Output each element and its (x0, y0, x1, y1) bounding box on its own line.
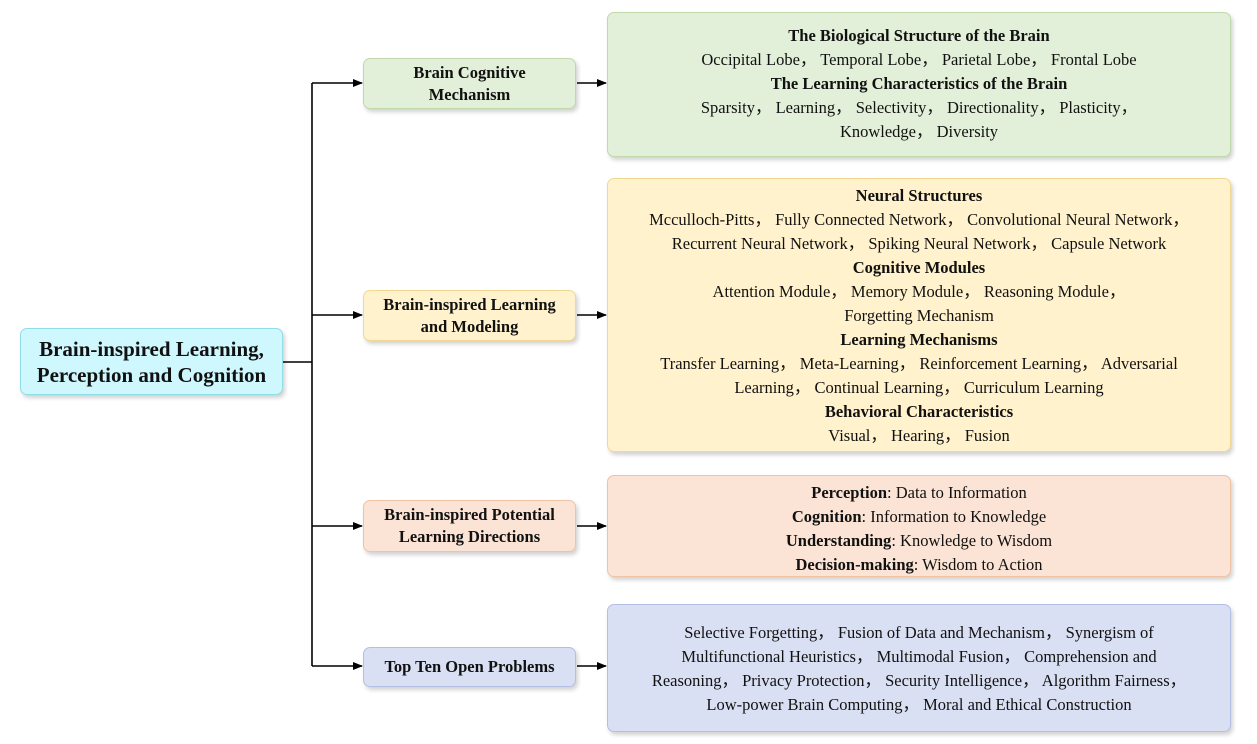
section-heading: Neural Structures (855, 186, 983, 205)
direction-perception: Perception: Data to Information (608, 481, 1230, 505)
branch-brain-cognitive-mechanism: Brain Cognitive Mechanism (363, 58, 576, 109)
detail-line: Recurrent Neural Network， Spiking Neural… (671, 234, 1167, 253)
detail-line: Selective Forgetting， Fusion of Data and… (684, 623, 1154, 642)
section-heading: Cognitive Modules (852, 258, 986, 277)
branch-label-line-1: Top Ten Open Problems (384, 657, 555, 676)
direction-description: : Data to Information (887, 483, 1027, 502)
detail-line: Knowledge， Diversity (839, 122, 999, 141)
detail-top-ten-open-problems: Selective Forgetting， Fusion of Data and… (607, 604, 1231, 732)
branch-potential-learning-directions: Brain-inspired Potential Learning Direct… (363, 500, 576, 552)
detail-line: Mcculloch-Pitts， Fully Connected Network… (649, 210, 1189, 229)
branch-brain-inspired-learning-modeling: Brain-inspired Learning and Modeling (363, 290, 576, 341)
direction-term: Decision-making (795, 555, 914, 574)
detail-potential-learning-directions: Perception: Data to Information Cognitio… (607, 475, 1231, 577)
direction-description: : Knowledge to Wisdom (891, 531, 1053, 550)
detail-line: Learning， Continual Learning， Curriculum… (734, 378, 1104, 397)
detail-brain-cognitive-mechanism: The Biological Structure of the Brain Oc… (607, 12, 1231, 157)
branch-label-line-1: Brain-inspired Potential (384, 505, 555, 524)
branch-label-line-2: Mechanism (428, 84, 511, 104)
branch-label-line-2: and Modeling (420, 316, 519, 336)
direction-description: : Wisdom to Action (913, 555, 1043, 574)
detail-line: Forgetting Mechanism (844, 306, 994, 325)
direction-term: Understanding (785, 531, 892, 550)
detail-line: Visual， Hearing， Fusion (828, 426, 1010, 445)
detail-line: Transfer Learning， Meta-Learning， Reinfo… (660, 354, 1178, 373)
branch-label-line-2: Learning Directions (398, 527, 541, 546)
root-title-line-1: Brain-inspired Learning, (39, 336, 264, 361)
branch-label-line-1: Brain Cognitive (413, 62, 526, 82)
detail-line: Low-power Brain Computing， Moral and Eth… (706, 695, 1132, 714)
detail-line: Occipital Lobe， Temporal Lobe， Parietal … (701, 50, 1137, 69)
section-heading: Learning Mechanisms (840, 330, 998, 349)
branch-label-line-1: Brain-inspired Learning (383, 294, 556, 314)
section-heading: The Biological Structure of the Brain (788, 26, 1050, 45)
section-heading: Behavioral Characteristics (824, 402, 1014, 421)
branch-top-ten-open-problems: Top Ten Open Problems (363, 647, 576, 687)
root-node: Brain-inspired Learning, Perception and … (20, 328, 283, 395)
direction-understanding: Understanding: Knowledge to Wisdom (608, 529, 1230, 553)
detail-line: Sparsity， Learning， Selectivity， Directi… (700, 98, 1138, 117)
direction-decision-making: Decision-making: Wisdom to Action (608, 553, 1230, 577)
root-title-line-2: Perception and Cognition (36, 362, 267, 387)
direction-term: Cognition (791, 507, 862, 526)
direction-description: : Information to Knowledge (861, 507, 1047, 526)
section-heading: The Learning Characteristics of the Brai… (770, 74, 1068, 93)
direction-term: Perception (811, 483, 887, 502)
detail-line: Multifunctional Heuristics， Multimodal F… (681, 647, 1157, 666)
detail-line: Reasoning， Privacy Protection， Security … (651, 671, 1187, 690)
direction-cognition: Cognition: Information to Knowledge (608, 505, 1230, 529)
detail-line: Attention Module， Memory Module， Reasoni… (712, 282, 1126, 301)
detail-brain-inspired-learning-modeling: Neural Structures Mcculloch-Pitts， Fully… (607, 178, 1231, 452)
